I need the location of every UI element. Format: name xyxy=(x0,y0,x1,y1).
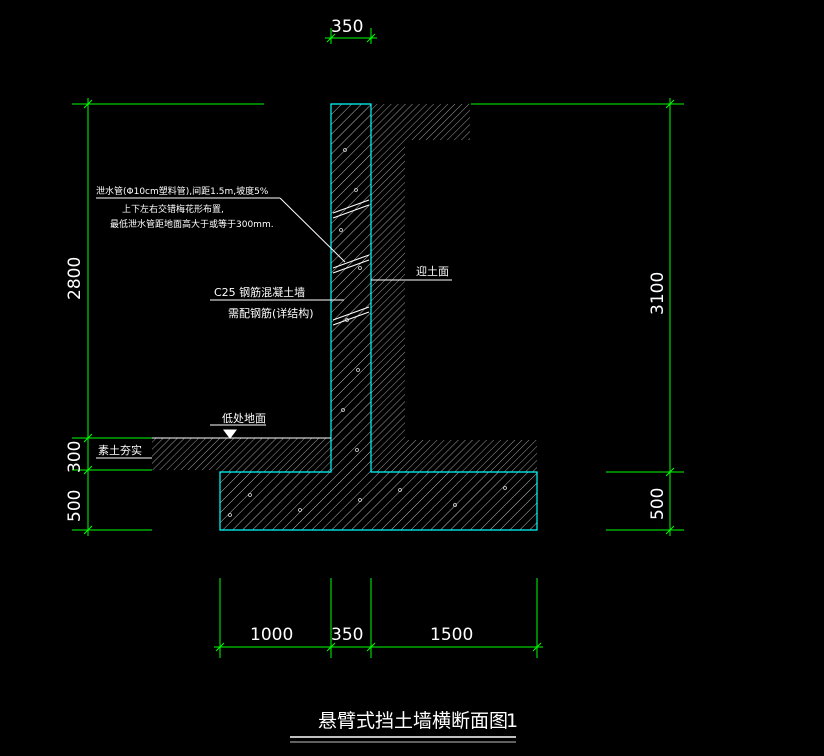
note-wall-material-1: C25 钢筋混凝土墙 xyxy=(214,285,305,299)
concrete-wall-body xyxy=(219,103,538,531)
drawing-title: 悬臂式挡土墙横断面图 xyxy=(318,710,508,732)
note-drain-pipe-3: 最低泄水管距地面高大于或等于300mm. xyxy=(110,218,274,230)
dim-left-wall-height: 2800 xyxy=(65,257,85,300)
drawing-number: 1 xyxy=(506,710,518,732)
leader-lines xyxy=(96,197,452,459)
dim-bottom-stem: 350 xyxy=(331,625,363,645)
dim-right-total: 3100 xyxy=(648,272,668,315)
dim-right-base: 500 xyxy=(648,488,668,520)
retained-soil-hatch xyxy=(371,104,537,472)
dim-left-fill: 300 xyxy=(65,441,85,473)
note-drain-pipe-2: 上下左右交错梅花形布置, xyxy=(122,203,224,215)
note-drain-pipe-1: 泄水管(Φ10cm塑料管),间距1.5m,坡度5% xyxy=(96,185,269,197)
note-soil-face: 迎土面 xyxy=(416,265,449,278)
dim-top-wall-width: 350 xyxy=(331,17,363,37)
dim-left-base: 500 xyxy=(65,490,85,522)
note-compacted-soil: 素土夯实 xyxy=(98,443,142,457)
dim-bottom-heel: 1500 xyxy=(430,625,473,645)
note-low-ground: 低处地面 xyxy=(222,412,266,425)
concrete-aggregate xyxy=(228,148,507,517)
low-ground-fill-hatch xyxy=(152,438,331,472)
dim-bottom-toe: 1000 xyxy=(250,625,293,645)
drain-pipes xyxy=(332,199,370,326)
dimension-lines xyxy=(72,28,684,658)
note-wall-material-2: 需配钢筋(详结构) xyxy=(228,306,314,320)
